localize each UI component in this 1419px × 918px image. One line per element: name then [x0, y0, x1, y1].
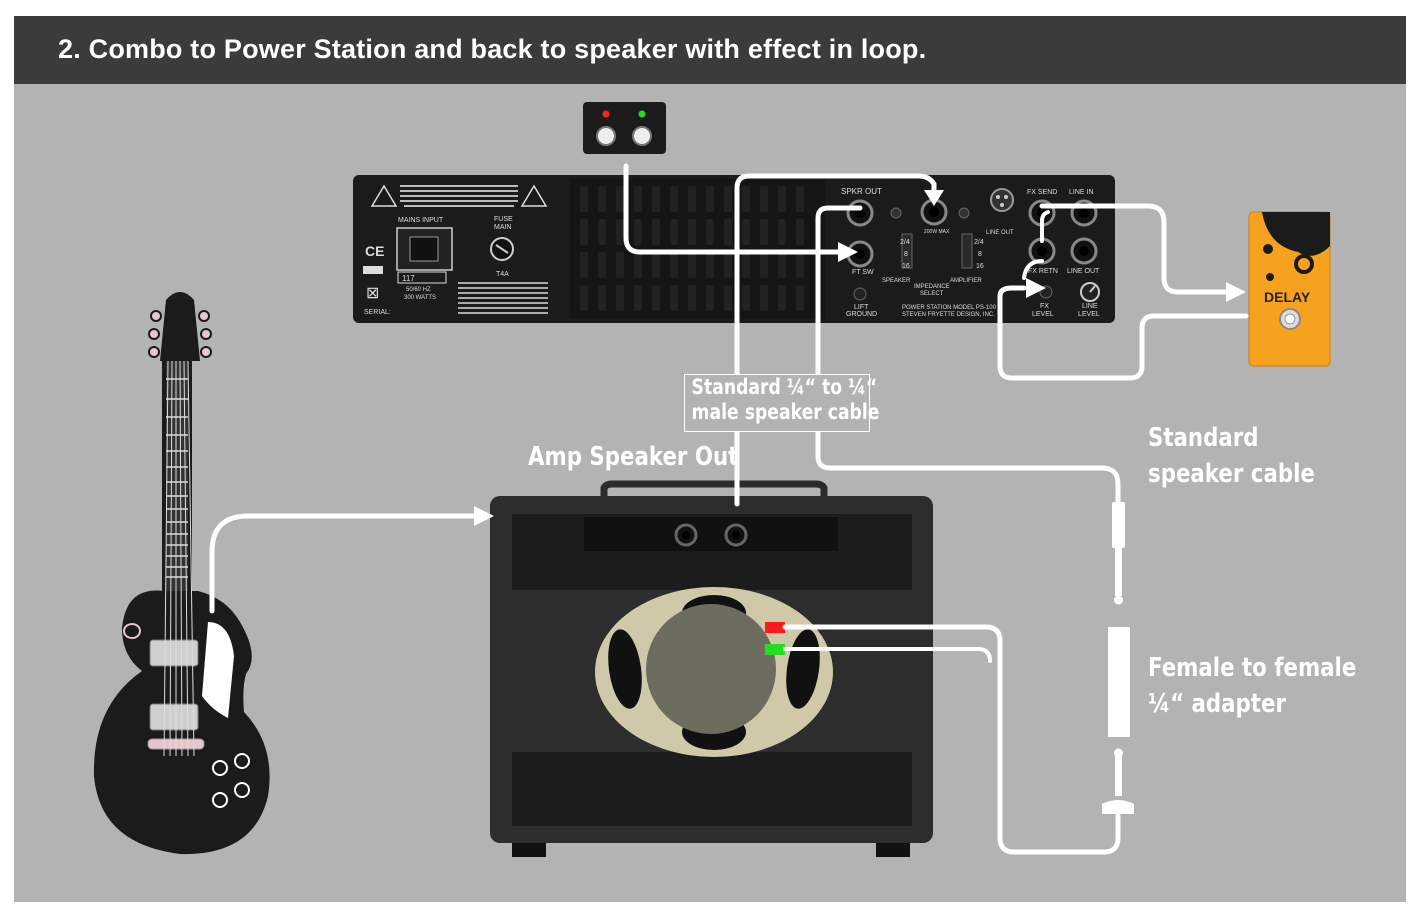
- wiring-diagram: MAINS INPUT FUSE MAIN T4A CE ⊠ 117 50/60…: [93, 102, 1331, 857]
- speaker-label: SPEAKER: [882, 278, 911, 284]
- fx-send-label: FX SEND: [1027, 189, 1057, 196]
- fx-level-label: LEVEL: [1032, 311, 1054, 318]
- ground-label: GROUND: [846, 311, 877, 318]
- imp-8-label: 8: [904, 251, 908, 258]
- warning-left-icon: [370, 184, 398, 207]
- arrows: [474, 190, 1246, 526]
- footswitch-button-b[interactable]: [632, 126, 652, 146]
- line-level-label: LEVEL: [1078, 311, 1100, 318]
- mains-input-label: MAINS INPUT: [398, 217, 444, 224]
- amplifier-impedance-switch[interactable]: [961, 233, 973, 269]
- line-label: LINE: [1082, 303, 1098, 310]
- cable-speaker-red: [782, 624, 1121, 855]
- cables: [209, 163, 1249, 855]
- adapter-plug: [1102, 748, 1134, 814]
- amp-control-panel: [584, 517, 838, 551]
- imp-24-label: 2/4: [900, 239, 910, 246]
- imp-16-label-b: 16: [976, 263, 984, 270]
- voltage-label: 117: [402, 274, 415, 283]
- arrow-into-pedal-icon: [1226, 282, 1246, 302]
- pedal-knob-small-a[interactable]: [1275, 223, 1285, 233]
- speaker-cone: [646, 604, 776, 734]
- spkr-out-label: SPKR OUT: [841, 187, 882, 196]
- watts-label: 300 WATTS: [404, 295, 436, 301]
- lift-label: LIFT: [854, 304, 869, 311]
- cable-label-line2: male speaker cable: [691, 400, 880, 424]
- imp-24-label-b: 2/4: [974, 239, 984, 246]
- speaker-plug: [1112, 502, 1125, 605]
- warning-right-icon: [520, 184, 548, 207]
- page-title: 2. Combo to Power Station and back to sp…: [58, 34, 927, 64]
- cable-label-box: Standard ¼“ to ¼“ male speaker cable: [684, 374, 880, 432]
- led-green-icon: [638, 110, 646, 118]
- fx-label: FX: [1040, 303, 1049, 310]
- cable-fx-return: [997, 285, 1249, 381]
- cable-spkr-out-to-speaker: [815, 205, 1121, 505]
- speaker-impedance-switch[interactable]: [901, 233, 913, 269]
- select-label: SELECT: [920, 291, 944, 297]
- pickguard: [202, 622, 234, 718]
- ft-sw-label: FT SW: [852, 269, 874, 276]
- led-red-icon: [602, 110, 610, 118]
- xlr-line-out[interactable]: [990, 188, 1014, 212]
- fem-line1: Female to female: [1148, 653, 1357, 683]
- cable-footswitch: [623, 163, 845, 255]
- fx-retn-label: FX RETN: [1028, 268, 1058, 275]
- max-label: 200W MAX: [924, 229, 950, 235]
- amp-handle: [600, 480, 828, 496]
- ce-mark: CE: [365, 243, 384, 259]
- footswitch[interactable]: [583, 102, 666, 154]
- cable-amp-to-spkr-out: [734, 173, 937, 507]
- standard-speaker-cable-label: Standard speaker cable: [1148, 420, 1315, 492]
- amp-speaker-out-label: Amp Speaker Out: [528, 442, 739, 472]
- amplifier-label: AMPLIFIER: [950, 278, 982, 284]
- cable-label-line1: Standard ¼“ to ¼“: [691, 375, 878, 399]
- female-adapter-label: Female to female ¼“ adapter: [1148, 650, 1356, 722]
- power-station-panel: MAINS INPUT FUSE MAIN T4A CE ⊠ 117 50/60…: [353, 175, 1115, 323]
- speaker-terminal-red: [765, 622, 785, 633]
- imp-16-label: 16: [902, 263, 910, 270]
- brand-label: STEVEN FRYETTE DESIGN, INC.: [902, 312, 995, 318]
- arrow-into-amp-icon: [474, 506, 494, 526]
- std-line1: Standard: [1148, 423, 1259, 453]
- model-label: POWER STATION MODEL PS-100: [902, 305, 997, 311]
- fuse-rating: T4A: [496, 271, 509, 278]
- arrow-into-fx-retn-icon: [1026, 278, 1046, 298]
- footswitch-button-a[interactable]: [596, 126, 616, 146]
- arrow-into-spkr-out-icon: [924, 190, 944, 206]
- weee-icon: ⊠: [366, 285, 379, 302]
- cable-guitar-to-amp: [209, 513, 477, 614]
- pedal-knob-small-b[interactable]: [1311, 223, 1321, 233]
- imp-8-label-b: 8: [978, 251, 982, 258]
- pedal-name: DELAY: [1264, 289, 1311, 305]
- serial-label: SERIAL:: [364, 309, 391, 316]
- female-adapter: [1108, 627, 1130, 737]
- hz-label: 50/60 HZ: [406, 287, 431, 293]
- diagram-canvas: 2. Combo to Power Station and back to sp…: [14, 16, 1406, 902]
- ground-lift-switch[interactable]: [853, 287, 867, 301]
- arrow-into-ft-sw-icon: [838, 242, 858, 262]
- line-out-label: LINE OUT: [1067, 268, 1100, 275]
- impedance-label: IMPEDANCE: [914, 284, 950, 290]
- neck-pickup: [149, 639, 199, 667]
- std-line2: speaker cable: [1148, 459, 1315, 489]
- line-out-top-label: LINE OUT: [986, 230, 1014, 236]
- main-label: MAIN: [494, 224, 512, 231]
- title-bar: 2. Combo to Power Station and back to sp…: [14, 16, 1406, 84]
- combo-amp: [490, 480, 933, 857]
- cable-fx-send: [1039, 203, 1237, 295]
- delay-pedal: DELAY: [1248, 211, 1331, 367]
- fuse-label: FUSE: [494, 216, 513, 223]
- bridge-pickup: [149, 703, 199, 731]
- fem-line2: ¼“ adapter: [1148, 689, 1286, 719]
- speaker-terminal-green: [765, 644, 785, 655]
- heatsink-vents: [580, 186, 804, 311]
- electric-guitar: [93, 292, 270, 855]
- line-in-label: LINE IN: [1069, 189, 1094, 196]
